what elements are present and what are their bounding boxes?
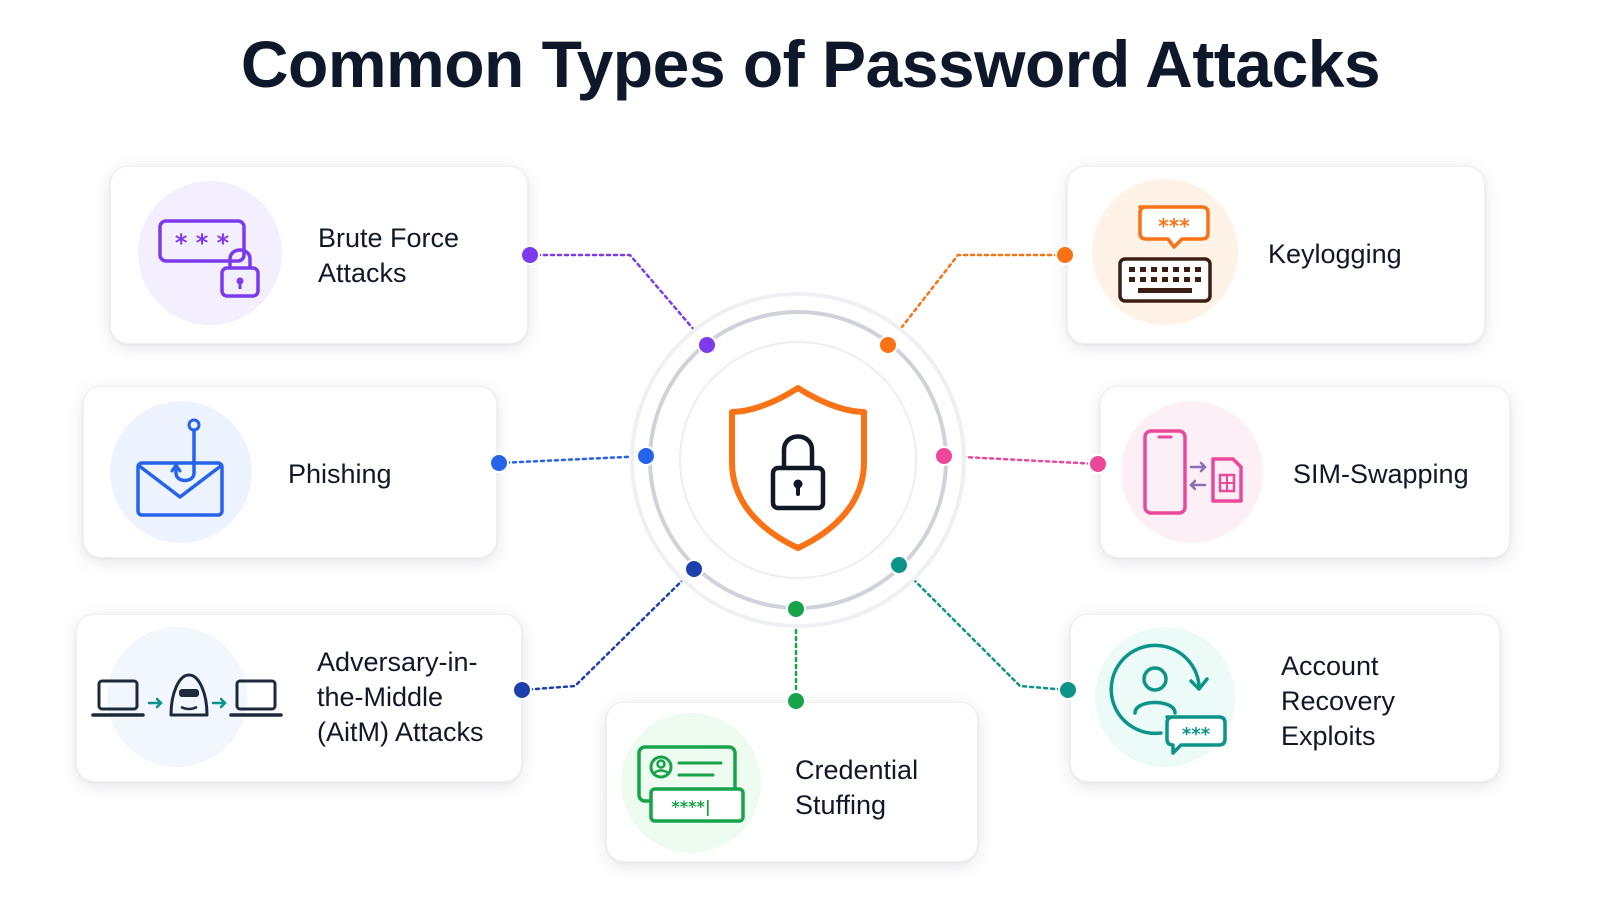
connector-aitm <box>520 567 696 692</box>
icon-badge: *** <box>1092 179 1238 325</box>
connector-sim-swapping <box>942 454 1100 466</box>
center-hub <box>630 292 966 628</box>
card-label: Adversary-in- the-Middle (AitM) Attacks <box>317 647 484 747</box>
card-label: Phishing <box>288 459 392 489</box>
user-recovery-icon: *** <box>1109 643 1227 755</box>
laptop-hacker-icon <box>91 673 283 717</box>
envelope-hook-icon <box>136 418 224 517</box>
connector-brute-force <box>528 253 709 347</box>
credential-card-icon: ****| <box>637 745 745 823</box>
icon-badge <box>1121 401 1263 543</box>
card-sim-swapping[interactable]: SIM-Swapping <box>1100 386 1510 558</box>
icon-badge <box>110 401 252 543</box>
connector-keylogging <box>886 253 1067 347</box>
card-credential-stuffing[interactable]: ****| Credential Stuffing <box>606 702 978 862</box>
card-label: Brute Force Attacks <box>318 223 460 288</box>
card-brute-force[interactable]: * * * Brute Force Attacks <box>110 166 528 344</box>
shield-lock-icon <box>729 385 867 551</box>
phone-sim-icon <box>1143 429 1243 515</box>
card-account-recovery[interactable]: *** Account Recovery Exploits <box>1070 614 1500 782</box>
keyboard-chat-icon: *** <box>1118 205 1212 303</box>
svg-text:***: *** <box>1158 214 1190 238</box>
card-keylogging[interactable]: *** Keylogging <box>1067 166 1485 344</box>
card-label: Keylogging <box>1268 239 1402 269</box>
card-phishing[interactable]: Phishing <box>83 386 497 558</box>
icon-badge: ****| <box>621 713 761 853</box>
icon-badge <box>107 627 247 767</box>
connector-account-recovery <box>897 563 1070 692</box>
card-label: SIM-Swapping <box>1293 459 1469 489</box>
icon-badge: * * * <box>138 181 282 325</box>
svg-text:****|: ****| <box>671 797 710 817</box>
icon-badge: *** <box>1095 627 1235 767</box>
card-label: Account Recovery Exploits <box>1281 651 1396 751</box>
card-label: Credential Stuffing <box>795 755 919 820</box>
card-aitm[interactable]: Adversary-in- the-Middle (AitM) Attacks <box>76 614 522 782</box>
password-lock-icon: * * * <box>158 219 260 298</box>
svg-text:***: *** <box>1182 724 1211 745</box>
svg-text:* * *: * * * <box>175 229 230 257</box>
connector-phishing <box>497 454 648 465</box>
page-title: Common Types of Password Attacks <box>240 27 1381 101</box>
